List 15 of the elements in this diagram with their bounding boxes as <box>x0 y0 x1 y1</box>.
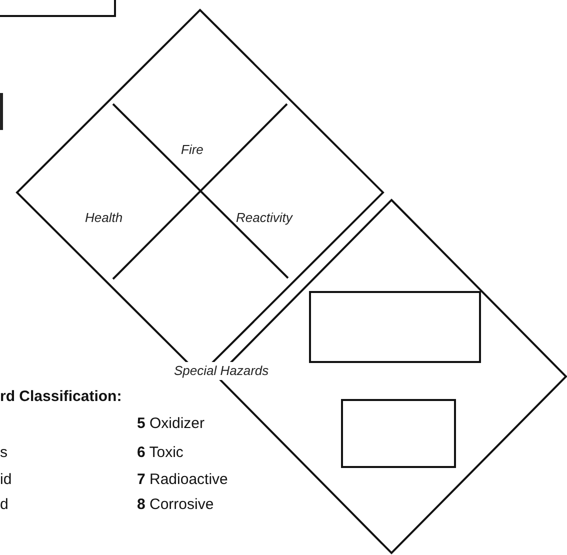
class-item: id <box>0 471 12 489</box>
class-item: 6 Toxic <box>137 444 184 462</box>
class-item: d <box>0 496 8 514</box>
class-item: s <box>0 444 8 462</box>
hazard-label: Fire <box>180 141 204 159</box>
class-item: 5 Oxidizer <box>137 415 205 433</box>
empty-rectangle <box>0 0 116 17</box>
class-item: 7 Radioactive <box>137 471 228 489</box>
empty-rectangle <box>341 399 456 468</box>
hazard-label: Health <box>84 209 124 227</box>
legend-heading: rd Classification: <box>0 388 122 406</box>
empty-rectangle <box>309 291 481 363</box>
hazard-label: Special Hazards <box>173 362 270 380</box>
class-item: 8 Corrosive <box>137 496 214 514</box>
hazard-label: Reactivity <box>235 209 294 227</box>
